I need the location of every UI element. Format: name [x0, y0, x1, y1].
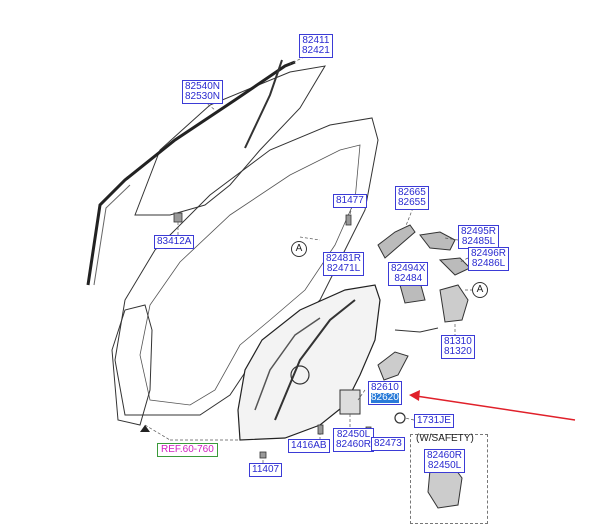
label-82473: 82473 — [371, 437, 405, 451]
label-82411: 82411 82421 — [299, 34, 333, 58]
highlight-arrow-head — [409, 390, 420, 401]
callout-a-left: A — [291, 241, 307, 257]
part-number: 82540N — [185, 81, 221, 92]
grommet-1731je — [394, 412, 406, 424]
part-number: 82610 — [371, 382, 399, 393]
part-number: 82665 — [398, 187, 426, 198]
label-83412a: 83412A — [154, 235, 195, 249]
latch-assembly-81310 — [439, 284, 469, 323]
part-number: 82530N — [185, 91, 221, 102]
ref-arrow-head — [140, 425, 150, 432]
part-number: 82450L — [336, 429, 371, 440]
highlight-arrow-line — [415, 395, 576, 421]
connecting-rod — [394, 327, 439, 333]
part-number: 82473 — [374, 438, 402, 449]
label-82610: 82610 82620 — [368, 381, 402, 405]
safety-variant-box — [410, 434, 488, 524]
bracket-82665 — [377, 224, 416, 259]
part-number: 82411 — [302, 35, 330, 46]
regulator-motor — [290, 365, 310, 385]
part-number: 82495R — [461, 226, 497, 237]
ref-label: REF.60-760 — [157, 443, 218, 457]
door-latch — [339, 389, 361, 415]
part-number: 81320 — [444, 346, 472, 357]
callout-a-right: A — [472, 282, 488, 298]
door-module-panel — [237, 284, 381, 441]
part-number: 82494X — [391, 263, 426, 274]
label-82494x: 82494X 82484 — [388, 262, 429, 286]
part-number: 82655 — [398, 197, 426, 208]
label-82496r: 82496R 82486L — [468, 247, 510, 271]
rear-channel — [244, 59, 283, 149]
glass-run-channel — [86, 60, 296, 286]
label-1731je: 1731JE — [414, 414, 454, 428]
safety-variant-title: (W/SAFETY) — [416, 433, 474, 444]
door-frame-inner — [139, 144, 361, 406]
bracket-82496 — [438, 257, 471, 276]
label-82540n: 82540N 82530N — [182, 80, 224, 104]
part-number: 82471L — [326, 263, 361, 274]
part-number: 82450L — [427, 460, 462, 471]
bracket-82495 — [419, 231, 456, 251]
part-number: 82496R — [471, 248, 507, 259]
part-number: 82481R — [326, 253, 362, 264]
part-number-highlighted: 82620 — [371, 392, 399, 403]
part-number: 83412A — [157, 236, 192, 247]
label-82481r: 82481R 82471L — [323, 252, 365, 276]
regulator-rail — [274, 299, 356, 421]
label-11407: 11407 — [249, 463, 283, 477]
label-81477: 81477 — [333, 194, 367, 208]
label-82460r: 82460R 82450L — [424, 449, 466, 473]
part-number: 82486L — [471, 258, 506, 269]
regulator-rail-2 — [254, 317, 321, 411]
window-glass — [134, 65, 326, 216]
part-number: 82485L — [461, 236, 496, 247]
clip-11407 — [259, 451, 267, 459]
glass-run-channel-inner — [93, 184, 131, 286]
part-number: 11407 — [252, 464, 280, 475]
label-1416ab: 1416AB — [288, 439, 330, 453]
door-skin-edge — [111, 304, 153, 426]
label-82495r: 82495R 82485L — [458, 225, 500, 249]
part-number: 82460R — [427, 450, 463, 461]
inside-handle — [377, 351, 409, 381]
part-number: 82421 — [302, 45, 330, 56]
part-number: 1416AB — [291, 440, 327, 451]
label-82450l: 82450L 82460R — [333, 428, 375, 452]
part-number: 82484 — [394, 273, 423, 284]
part-number: 82460R — [336, 439, 372, 450]
label-82665: 82665 82655 — [395, 186, 429, 210]
screw-81477 — [345, 214, 352, 226]
part-number: 81477 — [336, 195, 364, 206]
label-81310: 81310 81320 — [441, 335, 475, 359]
clip-83412 — [173, 212, 183, 223]
part-number: 81310 — [444, 336, 472, 347]
screw-1416ab — [317, 424, 324, 435]
part-number: 1731JE — [417, 415, 451, 426]
